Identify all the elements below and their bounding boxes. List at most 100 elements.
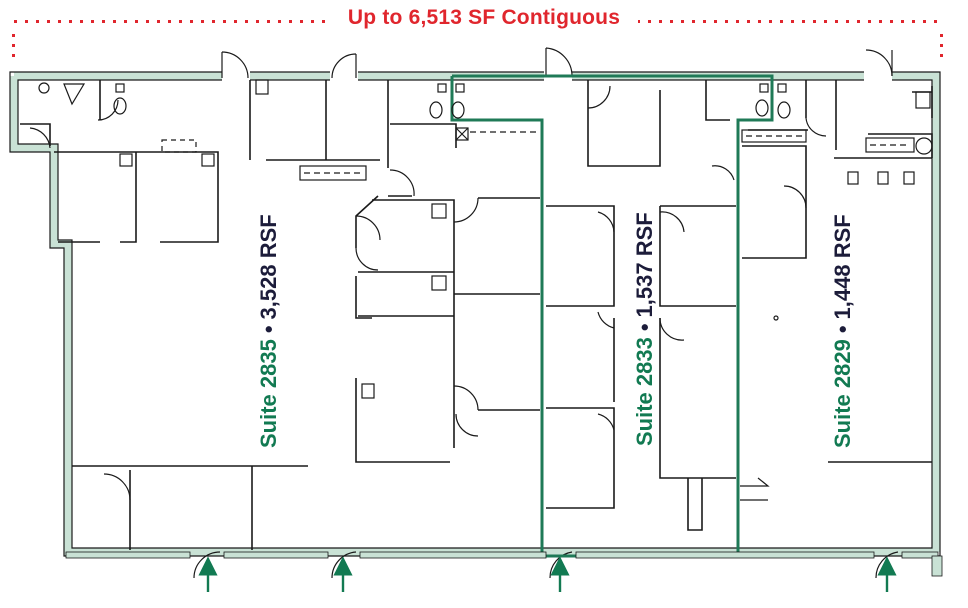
door-swing-icon [355, 247, 379, 271]
dimension-dot [791, 20, 794, 23]
dimension-dot [670, 20, 673, 23]
interior-walls [20, 80, 933, 550]
door-swing-icon [659, 211, 685, 233]
dimension-dot [36, 20, 39, 23]
dimension-dot [659, 20, 662, 23]
dimension-dot [300, 20, 303, 23]
dimension-dot [80, 20, 83, 23]
dimension-dot [146, 20, 149, 23]
dimension-dot [58, 20, 61, 23]
dimension-dot [256, 20, 259, 23]
door-swing-icon [221, 51, 249, 79]
dimension-dot [311, 20, 314, 23]
door-swing-icon [587, 85, 611, 109]
dimension-dot [890, 20, 893, 23]
dimension-dot [135, 20, 138, 23]
dimension-dot [322, 20, 325, 23]
dimension-dot [168, 20, 171, 23]
door-swing-icon [805, 117, 827, 137]
dimension-dot [835, 20, 838, 23]
dimension-dot [802, 20, 805, 23]
suite-2833-boundary [450, 76, 544, 556]
sink-icon [847, 171, 859, 185]
door-swings [29, 47, 899, 579]
dimension-dot [934, 20, 937, 23]
door-swing-icon [597, 211, 615, 233]
contiguous-area-title: Up to 6,513 SF Contiguous [0, 6, 968, 30]
dimension-dot [879, 20, 882, 23]
door-swing-icon [453, 197, 479, 223]
suite-2829-area: 1,448 RSF [830, 214, 855, 320]
storefront-wall [65, 551, 943, 577]
door-swing-icon [453, 385, 479, 411]
dimension-dot [91, 20, 94, 23]
dimension-dot [769, 20, 772, 23]
dimension-dot [245, 20, 248, 23]
suite-boundaries [450, 74, 774, 558]
toilet-icon [777, 83, 791, 119]
dimension-dot [813, 20, 816, 23]
suite-2835-label: Suite 2835 • 3,528 RSF [256, 214, 282, 448]
dimension-dot [124, 20, 127, 23]
dimension-dot [736, 20, 739, 23]
dimension-dot [190, 20, 193, 23]
door-swing-icon [389, 169, 415, 197]
dimension-dot [637, 20, 640, 23]
dimension-dot [758, 20, 761, 23]
door-swing-icon [597, 311, 615, 329]
suite-2835-area: 3,528 RSF [256, 214, 281, 320]
dimension-dot [780, 20, 783, 23]
dimension-dot [201, 20, 204, 23]
dimension-dot [47, 20, 50, 23]
suite-2833-separator: • [632, 323, 657, 332]
sink-icon [877, 171, 889, 185]
top-wall-gaps [222, 70, 892, 82]
exterior-wall-outline [9, 71, 941, 557]
counters [161, 129, 915, 181]
dimension-dot [846, 20, 849, 23]
door-swing-icon [545, 47, 573, 77]
dimension-dot [923, 20, 926, 23]
door-swing-icon [455, 413, 479, 437]
dimension-dot [267, 20, 270, 23]
dimension-dot [725, 20, 728, 23]
dimension-dot [289, 20, 292, 23]
dimension-dot [868, 20, 871, 23]
suite-2829-name: Suite 2829 [830, 339, 855, 448]
suite-2829-label: Suite 2829 • 1,448 RSF [830, 214, 856, 448]
dimension-dot [912, 20, 915, 23]
restroom-fixtures [38, 79, 933, 399]
dimension-dot [824, 20, 827, 23]
door-swing-icon [29, 127, 51, 149]
door-swing-icon [103, 473, 131, 501]
dimension-dot [747, 20, 750, 23]
door-swing-icon [597, 413, 615, 431]
dimension-dot [102, 20, 105, 23]
toilet-icon [755, 83, 769, 117]
door-swing-icon [97, 99, 119, 121]
door-swing-icon [783, 185, 807, 209]
dimension-dot [69, 20, 72, 23]
suite-2833-label: Suite 2833•1,537 RSF [632, 212, 658, 446]
dimension-dot [113, 20, 116, 23]
toilet-icon [429, 83, 447, 119]
dimension-dot [278, 20, 281, 23]
suite-2835-name: Suite 2835 [256, 339, 281, 448]
suite-2833-top [452, 74, 774, 556]
dimension-dot [234, 20, 237, 23]
door-swing-icon [711, 165, 735, 181]
dimension-dot [212, 20, 215, 23]
toilet-icon [451, 83, 465, 119]
suite-2835-separator: • [256, 325, 281, 334]
suite-2829-separator: • [830, 325, 855, 334]
entrance-arrows [198, 556, 897, 592]
dimension-dot [25, 20, 28, 23]
dimension-dot [157, 20, 160, 23]
exterior-wall [10, 72, 940, 556]
dimension-dot [681, 20, 684, 23]
dimension-dot [223, 20, 226, 23]
sink-icon [903, 171, 915, 185]
dimension-dot [703, 20, 706, 23]
dimension-dot [14, 20, 17, 23]
suite-2833-name: Suite 2833 [632, 337, 657, 446]
